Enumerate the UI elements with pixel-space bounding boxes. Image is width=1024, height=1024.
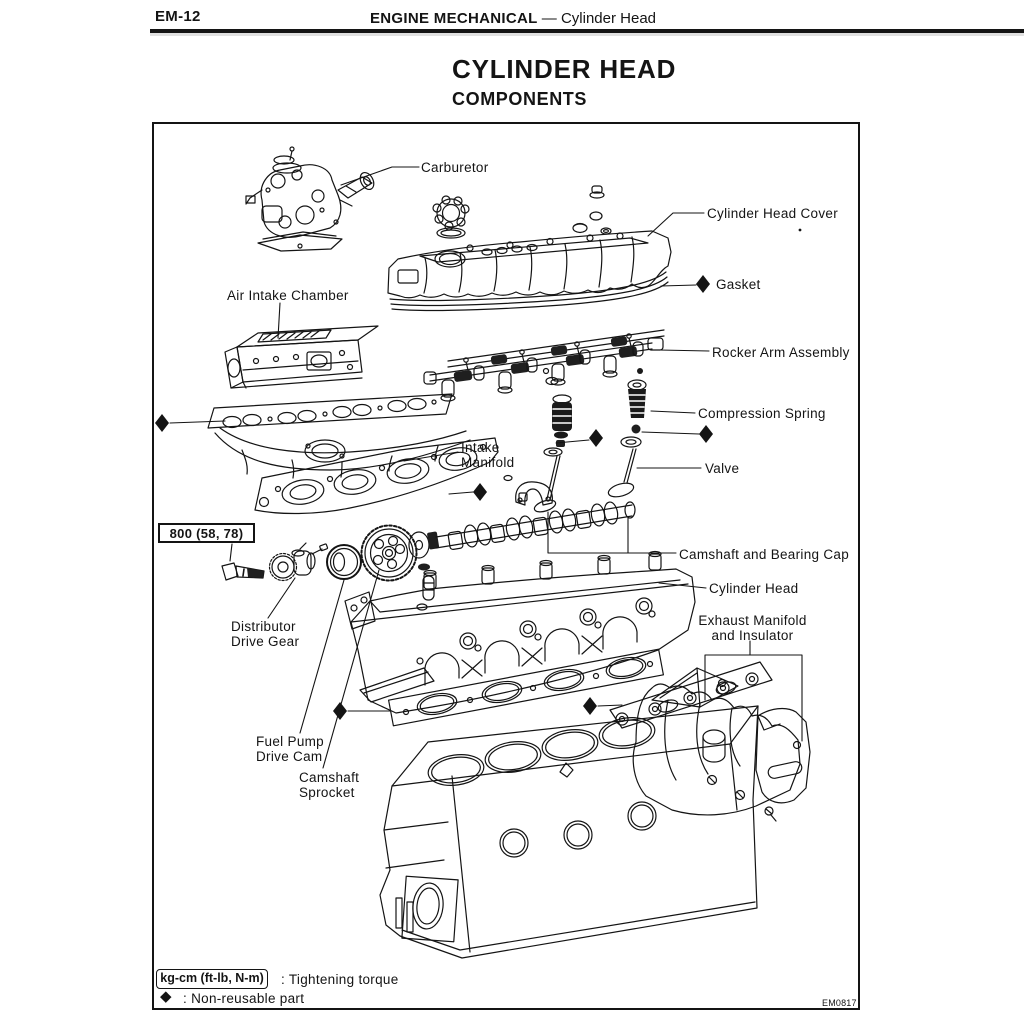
part-label-valve: Valve bbox=[705, 461, 740, 476]
part-label-camshaft-sprocket: Camshaft Sprocket bbox=[299, 770, 360, 800]
figure-code: EM0817 bbox=[822, 998, 857, 1008]
part-label-intake-manifold: Intake Manifold bbox=[461, 440, 515, 470]
page-subtitle: COMPONENTS bbox=[452, 89, 588, 109]
legend-torque-units-box: kg-cm (ft-lb, N-m) bbox=[156, 969, 268, 989]
part-label-gasket: Gasket bbox=[716, 277, 761, 292]
part-label-compression-spring: Compression Spring bbox=[698, 406, 826, 421]
cover-grommets-drawing bbox=[572, 185, 802, 235]
cylinder-head-drawing bbox=[344, 550, 696, 714]
running-header: ENGINE MECHANICAL — Cylinder Head bbox=[370, 10, 656, 27]
distributor-drive-gear-drawing bbox=[268, 542, 329, 582]
header-rule bbox=[150, 29, 1024, 33]
part-label-exhaust-manifold: Exhaust Manifold and Insulator bbox=[698, 613, 807, 643]
page-number: EM-12 bbox=[155, 8, 201, 25]
legend-nonreusable-text: : Non-reusable part bbox=[183, 991, 305, 1006]
non-reusable-diamonds bbox=[155, 275, 713, 720]
part-label-cylinder-head: Cylinder Head bbox=[709, 581, 799, 596]
exhaust-manifold-drawing bbox=[609, 661, 811, 822]
torque-spec-box: 800 (58, 78) bbox=[158, 523, 255, 543]
part-label-carburetor: Carburetor bbox=[421, 160, 489, 175]
intake-manifold-drawing bbox=[214, 427, 499, 515]
part-label-distributor-drive-gear: Distributor Drive Gear bbox=[231, 619, 300, 649]
part-label-camshaft-bearing-cap: Camshaft and Bearing Cap bbox=[679, 547, 850, 562]
camshaft-bolt-drawing bbox=[221, 562, 265, 581]
part-label-air-intake-chamber: Air Intake Chamber bbox=[227, 288, 349, 303]
part-label-cylinder-head-cover: Cylinder Head Cover bbox=[707, 206, 839, 221]
engine-block-drawing bbox=[379, 705, 759, 959]
legend-torque-text: : Tightening torque bbox=[281, 972, 399, 987]
intake-manifold-gasket-drawing bbox=[207, 393, 453, 429]
fuel-pump-drive-cam-drawing bbox=[326, 544, 362, 580]
header-divider: — bbox=[541, 10, 557, 27]
diagram-frame bbox=[152, 122, 860, 1010]
carburetor-drawing bbox=[245, 146, 375, 252]
diamond-icon: ◆ bbox=[160, 988, 172, 1005]
camshaft-drawing bbox=[408, 501, 636, 559]
oil-cap-drawing bbox=[432, 195, 470, 239]
section-title: ENGINE MECHANICAL bbox=[370, 10, 538, 27]
cylinder-head-cover-drawing bbox=[387, 230, 672, 312]
subsection-title: Cylinder Head bbox=[560, 10, 656, 27]
rocker-arm-assembly-drawing bbox=[423, 329, 665, 402]
bearing-cap-drawing bbox=[503, 474, 553, 506]
camshaft-sprocket-drawing bbox=[360, 524, 418, 582]
valve-spring-right-drawing bbox=[607, 368, 647, 498]
page-title: CYLINDER HEAD bbox=[452, 54, 677, 84]
air-intake-chamber-drawing bbox=[224, 325, 379, 389]
head-gasket-drawing bbox=[388, 648, 664, 727]
part-label-rocker-arm-assembly: Rocker Arm Assembly bbox=[712, 345, 850, 360]
part-label-fuel-pump-drive-cam: Fuel Pump Drive Cam bbox=[256, 734, 324, 764]
leader-lines bbox=[169, 166, 803, 769]
exploded-diagram-artwork bbox=[155, 146, 811, 959]
